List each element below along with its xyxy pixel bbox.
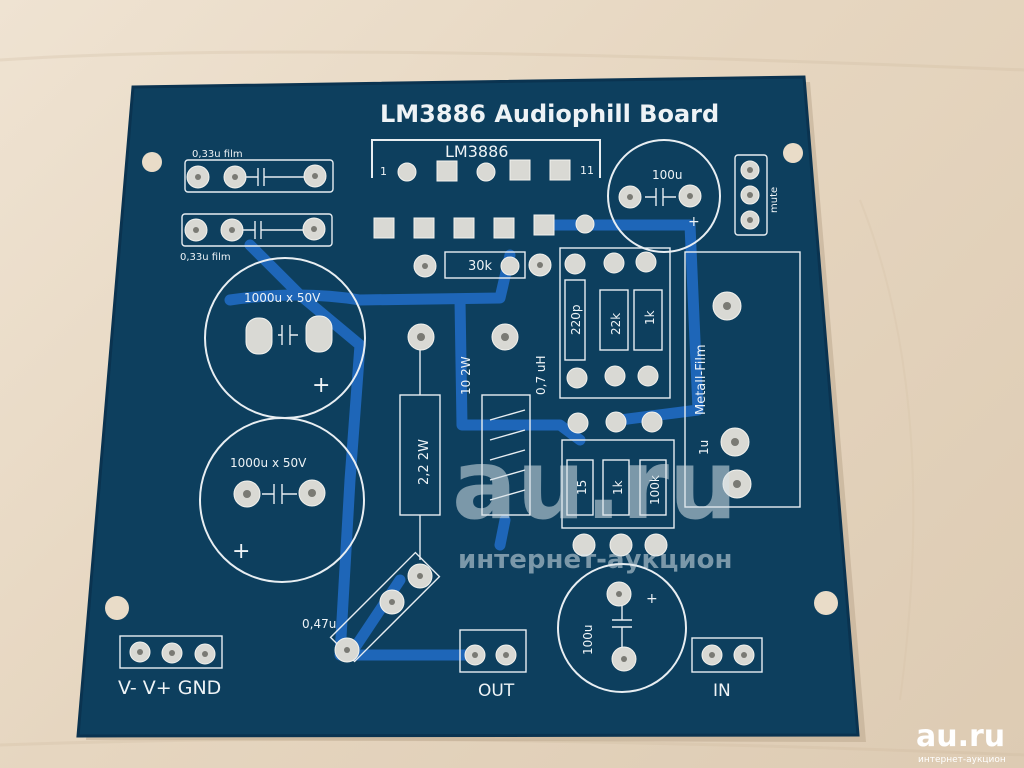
resistor-22-2w: 2,2 2W: [399, 350, 441, 560]
cap-elec-1-label: 1000u x 50V: [244, 291, 321, 305]
cap-047u-label: 0,47u: [302, 617, 336, 631]
mute-label: mute: [769, 187, 780, 213]
cap-film-bottom-label: 0,33u film: [180, 252, 231, 263]
pin-last-label: 11: [580, 164, 594, 177]
cap-100u-top-plus: +: [688, 214, 700, 230]
power-label: V- V+ GND: [118, 677, 221, 699]
film-capacitor-top: 0,33u film: [184, 149, 334, 193]
corner-watermark-tagline: интернет-аукцион: [918, 755, 1006, 765]
cap-220p-label: 220p: [569, 304, 583, 335]
in-label: IN: [713, 681, 731, 701]
metal-film-label: Metall-Film: [694, 344, 709, 415]
res-100k-label: 100k: [648, 475, 662, 505]
res-1k-top-label: 1k: [643, 310, 657, 325]
board-title: LM3886 Audiophill Board: [380, 100, 719, 128]
res-10-2w-label: 10 2W: [459, 356, 473, 395]
res-15-label: 15: [575, 480, 589, 495]
electrolytic-capacitor-1: 1000u x 50V +: [204, 257, 366, 419]
watermark-logo: au.ru: [452, 429, 737, 541]
watermark-tagline: интернет-аукцион: [458, 545, 732, 575]
cap-100u-bottom-label: 100u: [581, 624, 595, 655]
pcb-board: [76, 75, 860, 738]
cap-elec-2-plus: +: [232, 539, 250, 564]
res-30k-label: 30k: [468, 259, 493, 274]
res-1k-bottom-label: 1k: [611, 480, 625, 495]
out-connector: OUT: [459, 629, 527, 701]
inductor-07uh: 0,7 uH: [481, 323, 548, 516]
resistor-30k: 30k: [413, 251, 552, 279]
cap-elec-2-label: 1000u x 50V: [230, 456, 307, 470]
cap-100u-bottom-plus: +: [646, 591, 658, 607]
chip-label: LM3886: [445, 142, 508, 161]
electrolytic-capacitor-100u-bottom: 100u +: [557, 563, 687, 693]
pin-first-label: 1: [380, 165, 387, 178]
in-connector: IN: [691, 637, 763, 701]
resistor-array-bottom: 15 1k 100k: [561, 411, 675, 557]
resistor-array-top: 220p 22k 1k: [559, 247, 671, 399]
electrolytic-capacitor-100u-top: 100u +: [607, 139, 721, 253]
cap-elec-1-plus: +: [312, 373, 330, 398]
capacitor-047u: 0,47u: [302, 551, 441, 663]
metal-film-capacitor: Metall-Film 1u: [684, 251, 801, 508]
electrolytic-capacitor-2: 1000u x 50V +: [199, 417, 365, 583]
ind-07uh-label: 0,7 uH: [534, 355, 548, 395]
film-capacitor-bottom: 0,33u film: [180, 213, 333, 263]
out-label: OUT: [478, 681, 515, 701]
cap-100u-top-label: 100u: [652, 168, 683, 182]
res-22-2w-label: 2,2 2W: [417, 439, 432, 485]
res-22k-label: 22k: [609, 313, 623, 335]
corner-watermark-logo: au.ru: [916, 719, 1005, 754]
mounting-holes: [105, 143, 838, 620]
ic-footprint: LM3886 1 11: [371, 139, 601, 239]
cap-film-top-label: 0,33u film: [192, 149, 243, 160]
cap-1u-label: 1u: [697, 440, 711, 455]
power-connector: V- V+ GND: [118, 635, 223, 699]
mute-header: mute: [734, 154, 780, 236]
resistor-10-2w: 10 2W: [407, 323, 473, 395]
